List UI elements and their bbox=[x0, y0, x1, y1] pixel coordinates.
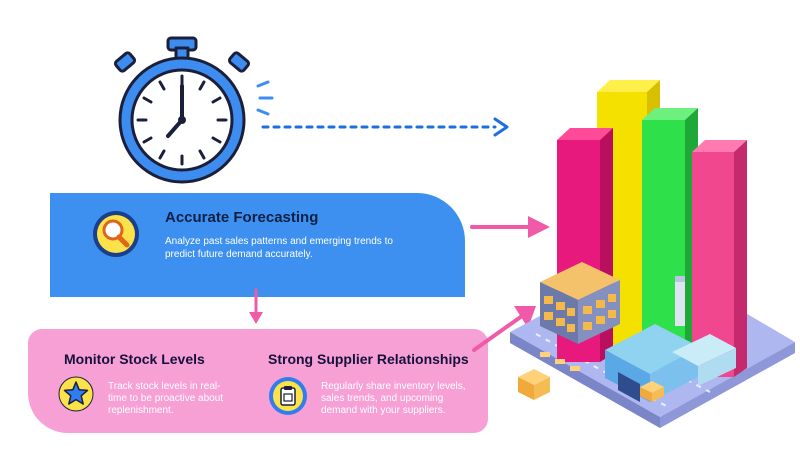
arrow-right bbox=[470, 216, 550, 238]
arrow-diagonal bbox=[472, 306, 536, 352]
stopwatch-icon bbox=[113, 36, 274, 184]
forecast-title: Accurate Forecasting bbox=[165, 209, 319, 226]
bar-pink bbox=[692, 140, 747, 377]
forecast-description: Analyze past sales patterns and emerging… bbox=[165, 236, 393, 260]
stock-description: Track stock levels in real-time to be pr… bbox=[108, 381, 224, 416]
star-icon bbox=[58, 376, 94, 412]
dotted-arrow bbox=[261, 117, 509, 137]
magnifier-icon bbox=[93, 211, 139, 257]
boxes bbox=[518, 352, 664, 402]
stock-title: Monitor Stock Levels bbox=[64, 351, 205, 367]
supplier-description: Regularly share inventory levels, sales … bbox=[321, 381, 466, 416]
pink-card: Monitor Stock Levels Track stock levels … bbox=[28, 329, 488, 433]
shelf-rack bbox=[540, 262, 620, 344]
clipboard-icon bbox=[269, 377, 307, 415]
supplier-title: Strong Supplier Relationships bbox=[268, 351, 469, 367]
warehouse-bar-scene bbox=[510, 80, 795, 428]
arrow-down bbox=[249, 288, 263, 324]
